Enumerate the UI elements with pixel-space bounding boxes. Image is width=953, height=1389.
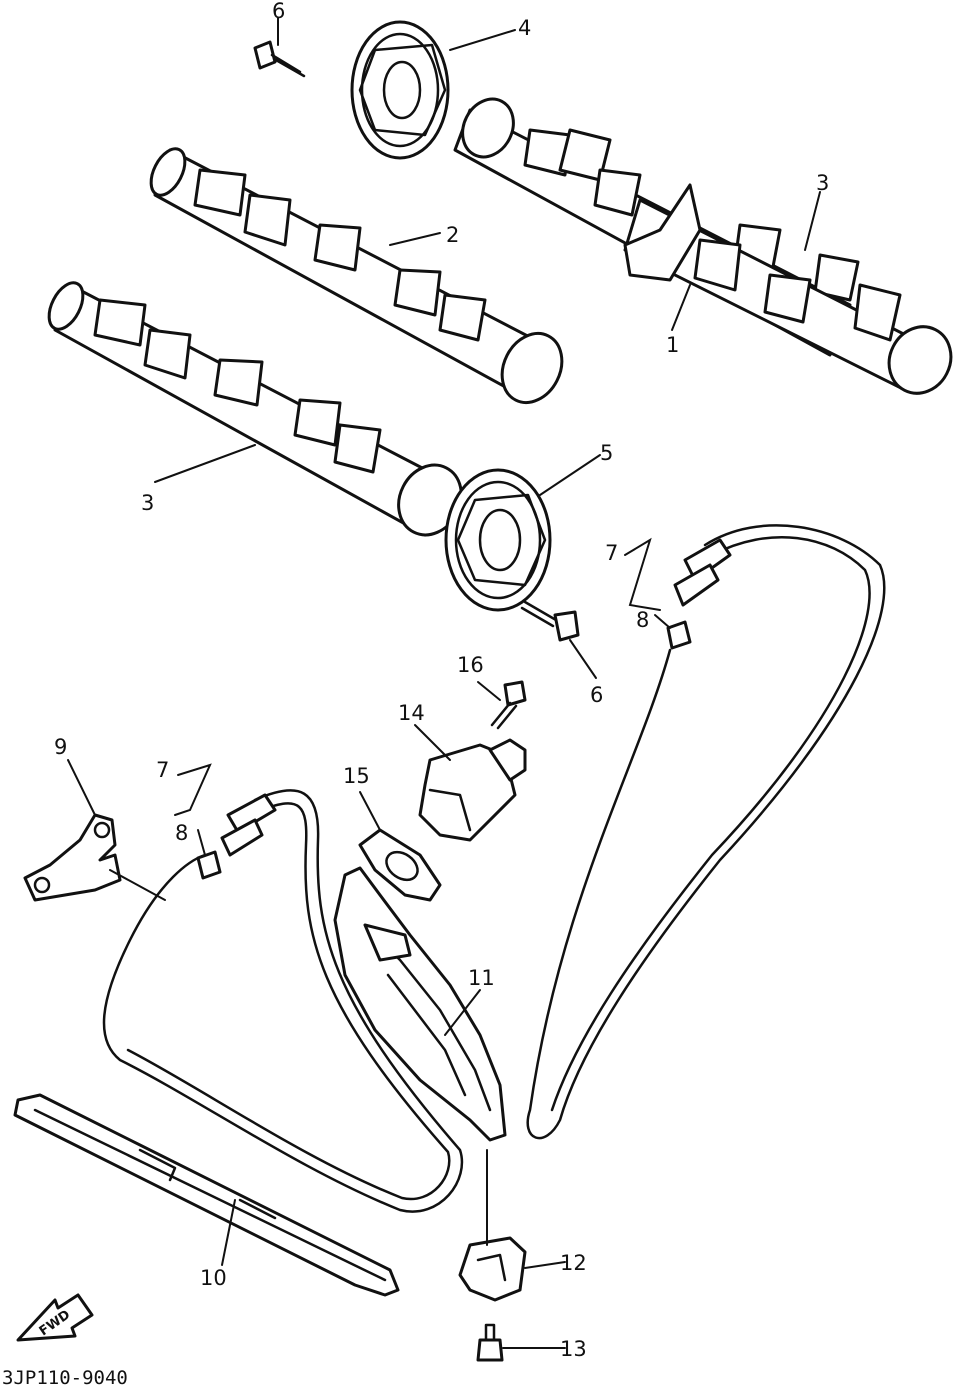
- timing-chain-left: [102, 789, 464, 1213]
- callout-15: 15: [343, 764, 370, 788]
- callout-8-right: 8: [636, 608, 649, 632]
- callout-9: 9: [54, 735, 67, 759]
- camshaft-right: [623, 183, 953, 395]
- bolt-16: [490, 680, 527, 730]
- callout-16: 16: [457, 653, 484, 677]
- chain-tensioner: [418, 738, 527, 842]
- cam-sprocket-upper: [350, 20, 450, 160]
- callout-14: 14: [398, 701, 425, 725]
- forward-arrow-icon: FWD: [16, 1293, 94, 1342]
- tensioner-bracket-lower: [458, 1236, 527, 1302]
- callout-11: 11: [468, 966, 495, 990]
- callout-6-upper: 6: [272, 0, 285, 23]
- callout-12: 12: [560, 1251, 587, 1275]
- callout-7-left: 7: [156, 758, 169, 782]
- callout-8-left: 8: [175, 821, 188, 845]
- callout-10: 10: [200, 1266, 227, 1290]
- callout-13: 13: [560, 1337, 587, 1361]
- callout-1: 1: [666, 333, 679, 357]
- bolt-upper: [253, 40, 306, 78]
- tensioner-gasket: [358, 828, 442, 902]
- callout-2: 2: [446, 223, 459, 247]
- callout-3-lower-left: 3: [141, 491, 154, 515]
- callout-6-lower: 6: [590, 683, 603, 707]
- chain-joint-left: [196, 793, 277, 880]
- callout-5: 5: [600, 441, 613, 465]
- camshaft-upper-left: [149, 147, 564, 405]
- leader-lines: [67, 17, 821, 1349]
- chain-guide-front: [13, 1093, 400, 1297]
- bolt-13: [476, 1323, 504, 1362]
- callout-4: 4: [518, 16, 531, 40]
- chain-joint-right: [666, 538, 732, 650]
- chain-guide-bracket: [23, 813, 122, 902]
- callout-3-upper-right: 3: [816, 171, 829, 195]
- camshaft-lower-left: [47, 281, 463, 537]
- chain-tensioner-guide: [333, 866, 507, 1142]
- timing-chain-right: [526, 524, 886, 1140]
- diagram-code: 3JP110-9040: [2, 1367, 128, 1389]
- callout-7-right: 7: [605, 541, 618, 565]
- bolt-lower: [520, 600, 580, 642]
- cam-sprocket-lower: [444, 468, 552, 612]
